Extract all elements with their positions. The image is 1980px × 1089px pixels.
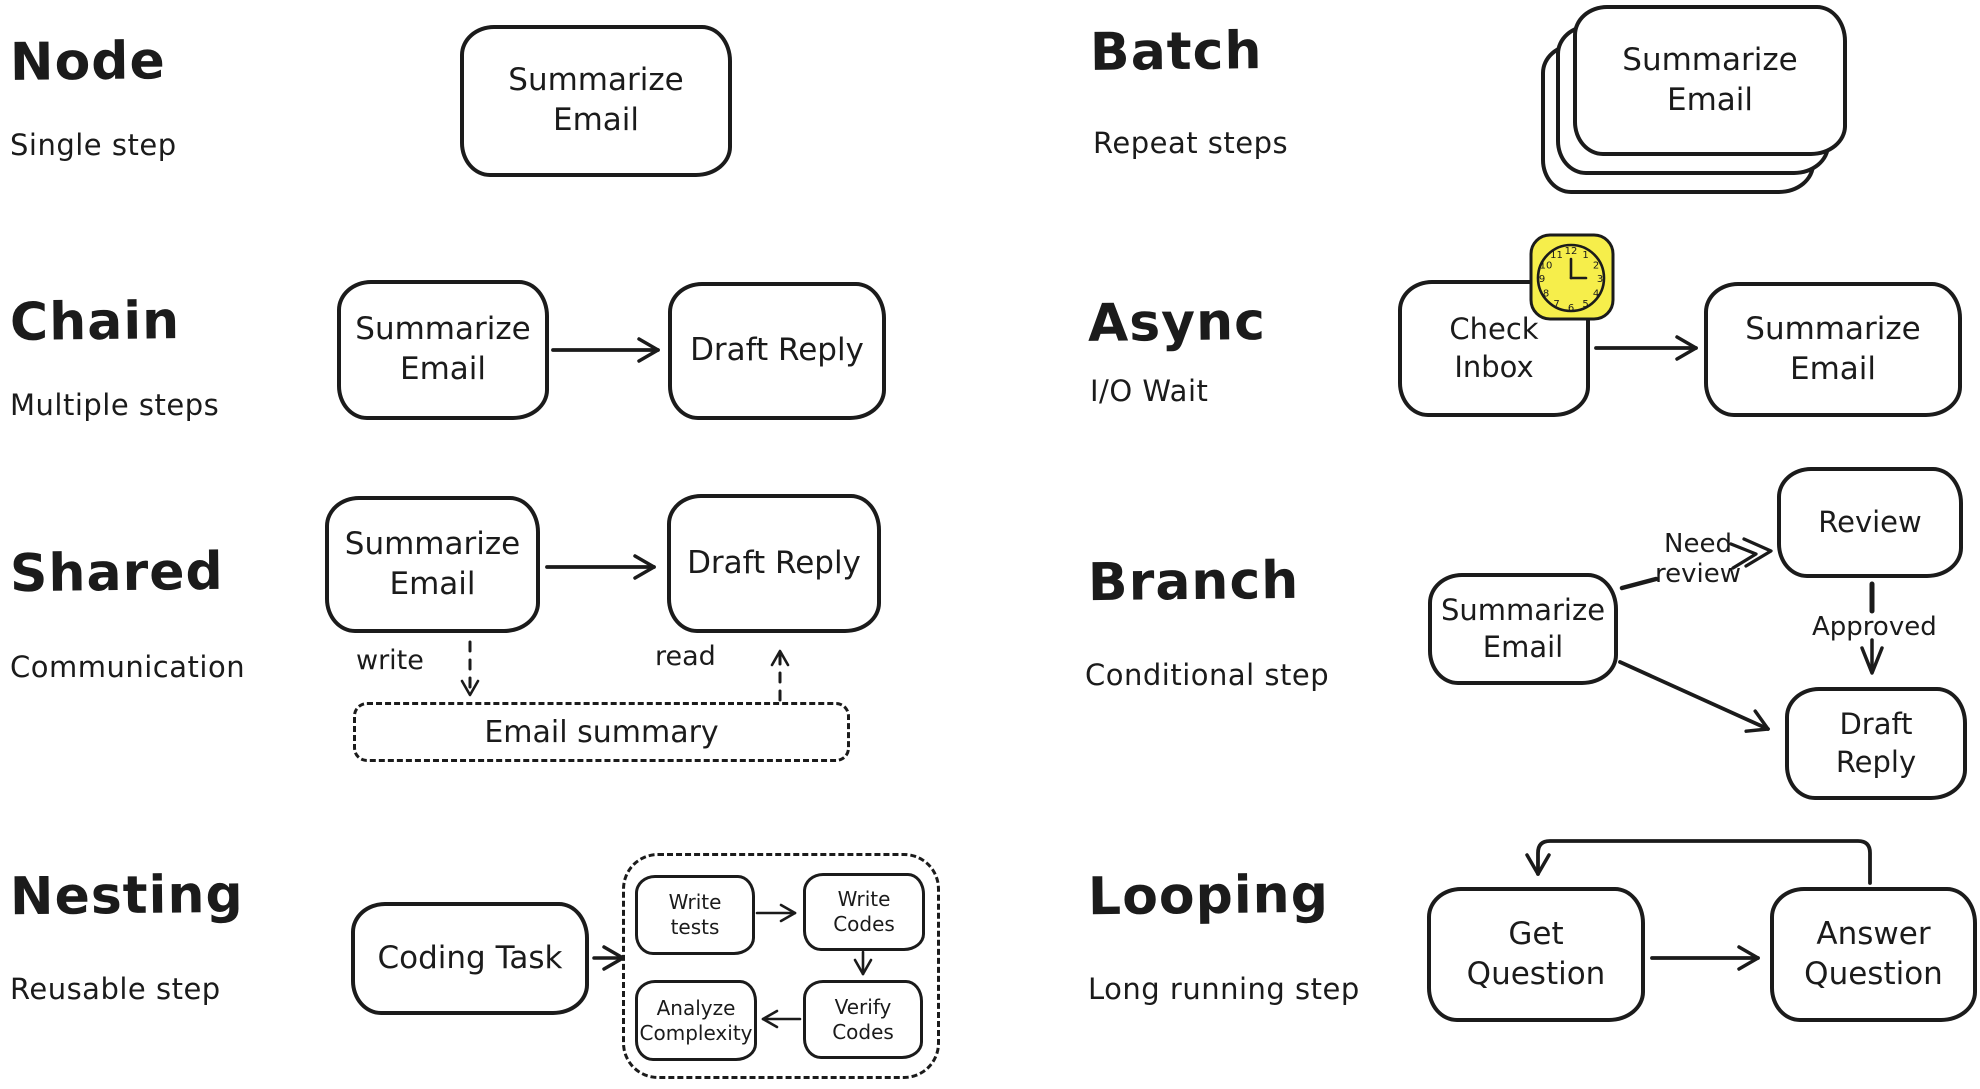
section-subtitle-node: Single step: [10, 128, 177, 162]
branch-box-review: Review: [1777, 467, 1963, 578]
edge-label-read: read: [655, 641, 716, 672]
clock-icon: 12 1 2 3 4 5 6 7 8 9 10 11: [1528, 232, 1616, 322]
section-subtitle-batch: Repeat steps: [1093, 126, 1289, 160]
section-subtitle-chain: Multiple steps: [10, 388, 220, 422]
section-title-nesting: Nesting: [9, 864, 244, 928]
section-subtitle-branch: Conditional step: [1085, 658, 1330, 692]
nesting-box-write-tests: Write tests: [635, 875, 755, 955]
svg-text:7: 7: [1553, 299, 1559, 310]
nesting-group-container: [622, 853, 940, 1079]
arrow-branch-direct: [1618, 660, 1770, 733]
clock-numerals: 12 1 2 3 4 5 6 7 8 9 10 11: [1539, 246, 1603, 314]
branch-box-draft-reply: Draft Reply: [1785, 687, 1967, 800]
looping-box-answer-question: Answer Question: [1770, 887, 1977, 1022]
nesting-box-analyze-complexity: Analyze Complexity: [635, 980, 757, 1061]
nesting-box-write-codes: Write Codes: [803, 873, 925, 951]
svg-text:5: 5: [1582, 299, 1588, 310]
svg-text:9: 9: [1539, 274, 1545, 285]
section-title-looping: Looping: [1087, 864, 1330, 928]
shared-box-draft-reply: Draft Reply: [667, 494, 881, 633]
nesting-box-coding-task: Coding Task: [351, 902, 589, 1015]
section-subtitle-shared: Communication: [10, 650, 246, 684]
edge-label-write: write: [356, 645, 424, 676]
edge-label-need-review: Need review: [1655, 529, 1741, 589]
svg-text:1: 1: [1582, 250, 1588, 261]
svg-text:12: 12: [1565, 246, 1578, 257]
arrow-looping-back: [1525, 839, 1872, 885]
section-title-branch: Branch: [1087, 550, 1300, 614]
section-title-shared: Shared: [9, 541, 225, 605]
svg-text:11: 11: [1550, 250, 1563, 261]
section-subtitle-nesting: Reusable step: [10, 972, 221, 1006]
shared-box-summarize-email: Summarize Email: [325, 496, 540, 633]
section-title-async: Async: [1087, 292, 1267, 354]
async-box-summarize-email: Summarize Email: [1704, 282, 1962, 417]
svg-text:6: 6: [1568, 303, 1574, 314]
svg-text:8: 8: [1543, 289, 1549, 300]
section-title-batch: Batch: [1089, 21, 1263, 83]
shared-store-email-summary: Email summary: [353, 702, 850, 762]
section-title-chain: Chain: [9, 291, 181, 353]
clock-face: [1536, 243, 1606, 313]
arrow-approved-head: [1860, 646, 1884, 675]
chain-box-summarize-email: Summarize Email: [337, 280, 549, 420]
svg-text:2: 2: [1593, 261, 1599, 272]
node-box-summarize-email: Summarize Email: [460, 25, 732, 177]
nesting-box-verify-codes: Verify Codes: [803, 980, 923, 1059]
batch-card-front-summarize-email: Summarize Email: [1573, 5, 1847, 156]
section-title-node: Node: [9, 31, 167, 93]
branch-box-summarize-email: Summarize Email: [1428, 573, 1618, 685]
section-subtitle-async: I/O Wait: [1090, 374, 1209, 408]
section-subtitle-looping: Long running step: [1088, 972, 1360, 1006]
svg-text:10: 10: [1540, 261, 1553, 272]
looping-box-get-question: Get Question: [1427, 887, 1645, 1022]
arrow-need-review-tail: [1619, 576, 1659, 591]
chain-box-draft-reply: Draft Reply: [668, 282, 886, 420]
svg-text:4: 4: [1593, 289, 1599, 300]
edge-label-approved: Approved: [1812, 612, 1937, 642]
arrow-need-review-head: [1742, 537, 1773, 568]
svg-text:3: 3: [1597, 274, 1603, 285]
